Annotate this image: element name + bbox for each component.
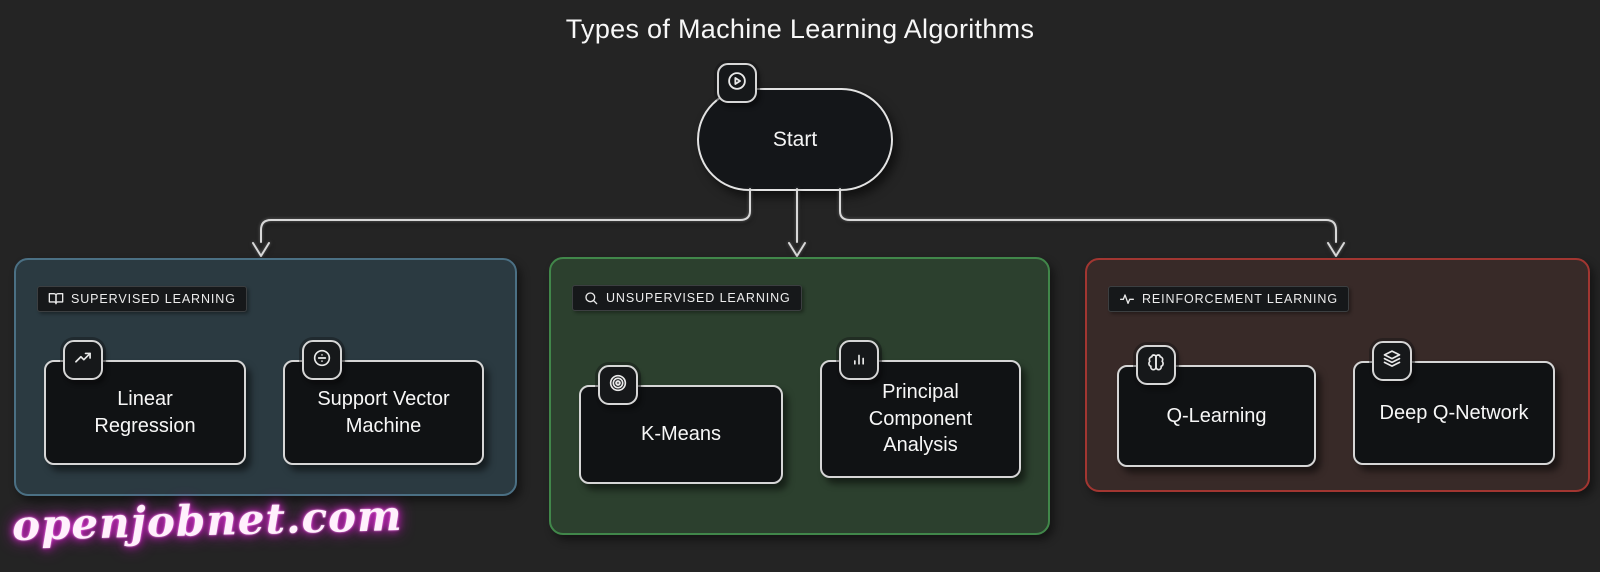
brain-icon — [1146, 353, 1166, 378]
group-unsupervised-learning: UNSUPERVISED LEARNING K-Means — [549, 257, 1050, 535]
card-support-vector-machine: Support Vector Machine — [283, 340, 484, 465]
start-node-badge — [717, 63, 757, 103]
group-label: SUPERVISED LEARNING — [71, 292, 236, 306]
card-label: Deep Q-Network — [1379, 401, 1529, 424]
arrowhead-middle — [788, 242, 806, 257]
supervised-learning-chip: SUPERVISED LEARNING — [37, 286, 247, 312]
card-badge — [1372, 341, 1412, 381]
card-q-learning: Q-Learning — [1117, 345, 1316, 467]
reinforcement-learning-chip: REINFORCEMENT LEARNING — [1108, 286, 1349, 312]
group-reinforcement-learning: REINFORCEMENT LEARNING Q-Learning — [1085, 258, 1590, 492]
card-label: Q-Learning — [1166, 404, 1267, 427]
unsupervised-learning-chip: UNSUPERVISED LEARNING — [572, 285, 802, 311]
page-title: Types of Machine Learning Algorithms — [565, 14, 1035, 44]
arrowhead-right — [1327, 242, 1345, 257]
watermark-text: openjobnet.com — [11, 490, 404, 551]
bar-chart-icon — [849, 348, 869, 373]
start-node-label: Start — [772, 127, 818, 151]
search-icon — [583, 290, 599, 306]
card-deep-q-network: Deep Q-Network — [1353, 341, 1555, 465]
card-badge — [302, 340, 342, 380]
group-supervised-learning: SUPERVISED LEARNING Linear Regression — [14, 258, 517, 496]
card-label: K-Means — [640, 423, 722, 446]
group-label: REINFORCEMENT LEARNING — [1142, 292, 1338, 306]
arrowhead-left — [252, 242, 270, 257]
card-badge — [63, 340, 103, 380]
card-badge — [598, 365, 638, 405]
card-label: Principal Component Analysis — [868, 381, 973, 457]
card-badge — [1136, 345, 1176, 385]
group-label: UNSUPERVISED LEARNING — [606, 291, 791, 305]
card-badge — [839, 340, 879, 380]
play-circle-icon — [726, 70, 748, 97]
divide-circle-icon — [312, 348, 332, 373]
activity-icon — [1119, 291, 1135, 307]
trending-up-icon — [73, 348, 93, 373]
start-node: Start — [697, 63, 893, 191]
card-label: Support Vector Machine — [317, 388, 450, 437]
card-label: Linear Regression — [94, 388, 196, 437]
card-linear-regression: Linear Regression — [44, 340, 246, 465]
target-icon — [608, 373, 628, 398]
layers-icon — [1382, 349, 1402, 374]
card-principal-component-analysis: Principal Component Analysis — [820, 340, 1021, 478]
book-open-icon — [48, 291, 64, 307]
card-k-means: K-Means — [579, 365, 783, 484]
